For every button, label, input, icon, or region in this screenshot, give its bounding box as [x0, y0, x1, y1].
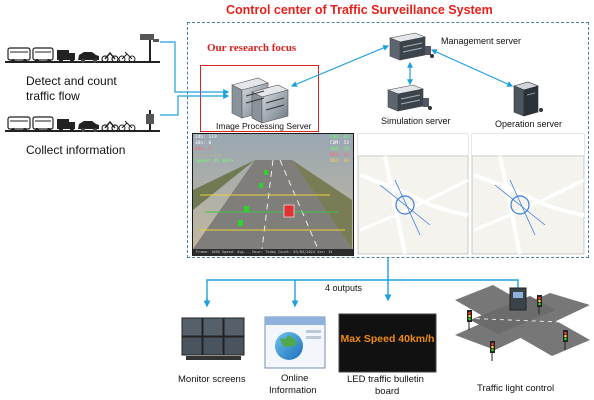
led-board-label-line2: board [375, 386, 400, 397]
simulation-server-label: Simulation server [381, 116, 451, 126]
online-information-icon [264, 316, 326, 369]
image-processing-server-label: Image Processing Server [216, 121, 312, 131]
video-overlay-right: LNG: 64 COM: 53 SHA: 29 REC: 23 DEG: 43 [330, 135, 349, 165]
management-server-label: Management server [441, 36, 522, 46]
video-stat: 60s: 2 [195, 147, 212, 152]
research-focus-box [200, 65, 319, 132]
image-processing-server-icon [231, 77, 289, 124]
operation-server-icon [513, 81, 543, 117]
management-server-icon [388, 32, 434, 61]
vehicles-row-top [5, 34, 160, 63]
online-info-label-line2: Information [269, 385, 317, 396]
outputs-label: 4 outputs [325, 283, 363, 293]
video-stat: REC: 23 [330, 153, 349, 158]
monitor-screens-icon [181, 317, 245, 360]
led-board-text: Max Speed 40km/h [340, 333, 435, 345]
server-connection-arrows [290, 45, 514, 87]
control-center-box [187, 22, 589, 258]
vehicles-row-bottom [5, 110, 160, 132]
collect-label: Collect information [26, 143, 126, 157]
video-stat: COM: 53 [330, 141, 349, 146]
video-stat: .......... [195, 153, 223, 158]
video-stat: DEG: 43 [330, 159, 349, 164]
led-board-icon [338, 313, 437, 373]
diagram-title: Control center of Traffic Surveillance S… [226, 3, 493, 17]
simulation-map-panel [357, 133, 469, 255]
detect-label-line2: traffic flow [26, 89, 80, 103]
left-to-server-lines [160, 41, 230, 116]
operation-map-panel [471, 133, 585, 255]
traffic-light-label: Traffic light control [477, 383, 555, 394]
led-board-label-line1: LED traffic bulletin [347, 374, 424, 385]
video-status-bar: Frame: 1006 Speed: Avg... Hour: Today Co… [196, 250, 333, 254]
traffic-intersection-icon [455, 285, 590, 361]
video-stat: 24h: 119 [195, 135, 217, 140]
video-feed-panel [192, 133, 354, 256]
simulation-server-icon [386, 84, 432, 112]
video-stat: SHA: 29 [330, 147, 349, 152]
detect-label-line1: Detect and count [26, 74, 117, 88]
video-stat: Speed: 45 km/h [195, 159, 233, 164]
online-info-label-line1: Online [281, 373, 309, 384]
video-stat: 30s: 0 [195, 141, 212, 146]
video-overlay-left: 24h: 119 30s: 0 60s: 2 .......... Speed:… [195, 135, 233, 165]
operation-server-label: Operation server [495, 119, 563, 129]
video-stat: LNG: 64 [330, 135, 349, 140]
research-focus-label: Our research focus [207, 42, 297, 54]
monitor-screens-label: Monitor screens [178, 374, 246, 385]
